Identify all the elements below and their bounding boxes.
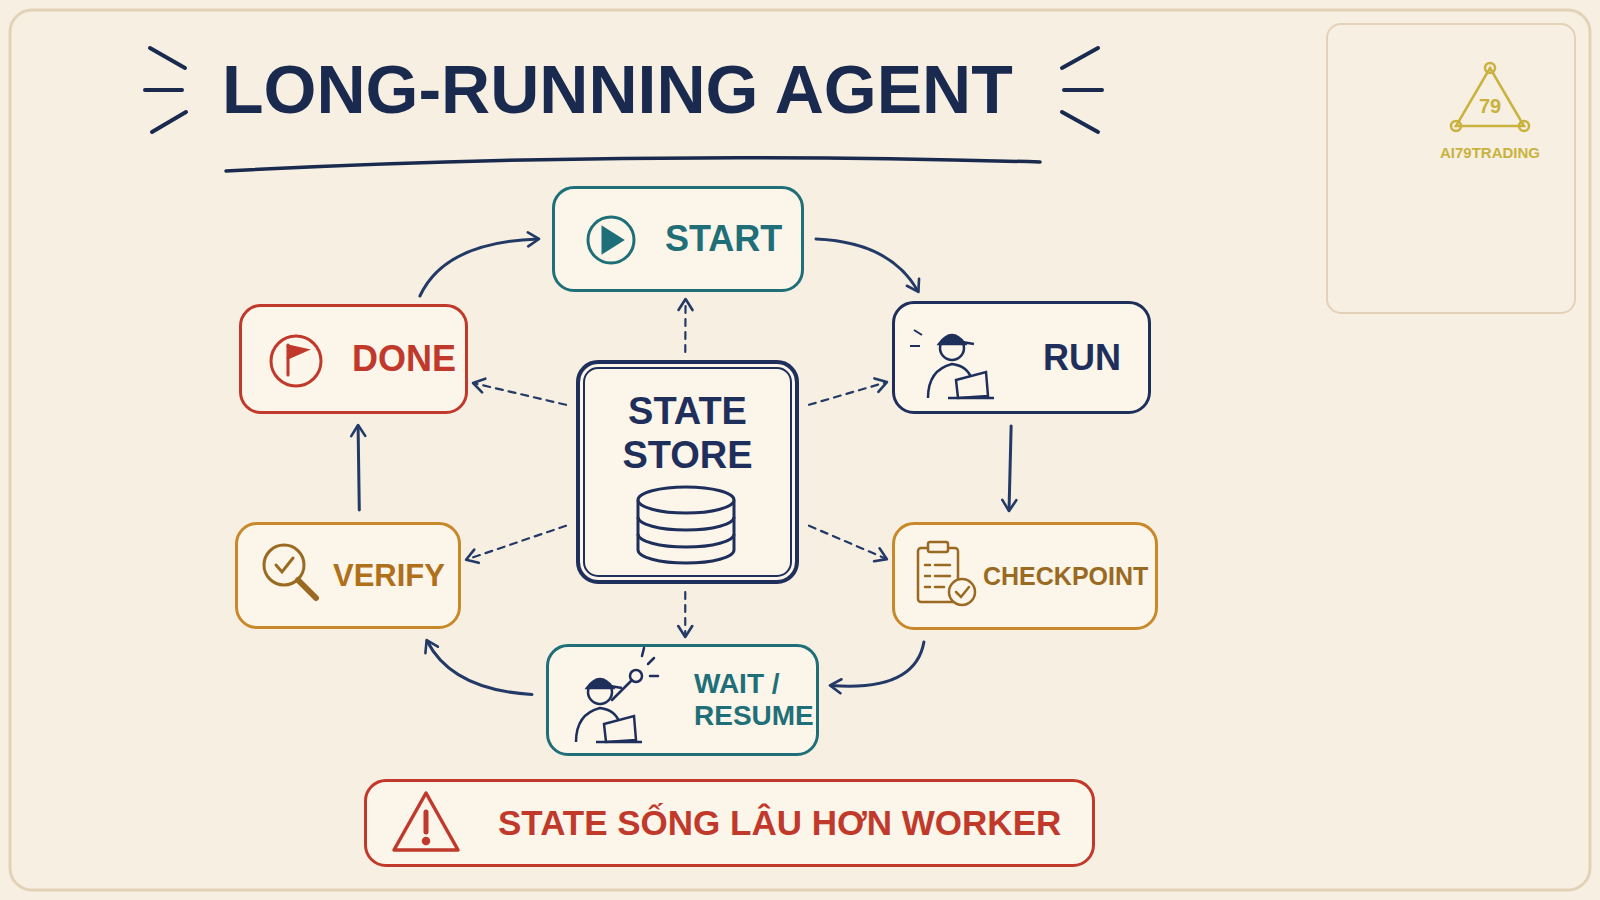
logo-panel: [1327, 24, 1575, 313]
wait-resume-box: WAIT / RESUME: [546, 644, 819, 756]
run-box: RUN: [892, 301, 1151, 414]
start-box: START: [552, 186, 804, 292]
dashed-connector: [684, 300, 686, 352]
node-label: DONE: [352, 338, 456, 379]
node-label: CHECKPOINT: [983, 562, 1148, 591]
checkpoint-box: CHECKPOINT: [892, 522, 1158, 630]
warning-box: STATE SỐNG LÂU HƠN WORKER: [364, 779, 1095, 867]
dashed-connector: [467, 526, 566, 560]
node-label: START: [665, 218, 782, 259]
node-label: RUN: [1043, 337, 1121, 378]
flow-arrow: [420, 239, 538, 296]
node-label: WAIT / RESUME: [694, 668, 816, 732]
dashed-connector: [684, 592, 686, 636]
dashed-connector: [809, 526, 886, 559]
diagram-title: LONG-RUNNING AGENT: [222, 50, 1013, 128]
dashed-connector: [809, 382, 886, 404]
logo-number: 79: [1479, 95, 1501, 118]
flow-arrow: [831, 642, 924, 686]
node-label: STATE SỐNG LÂU HƠN WORKER: [498, 803, 1061, 843]
page-frame: [10, 10, 1590, 890]
done-box: DONE: [239, 304, 468, 414]
flow-arrow: [358, 426, 359, 510]
flow-arrow: [1009, 426, 1011, 510]
flow-arrow: [427, 641, 532, 694]
dashed-connector: [474, 383, 566, 405]
title-accent: [145, 48, 1102, 171]
verify-box: VERIFY: [235, 522, 461, 629]
state-store-box: STATE STORE: [576, 360, 799, 584]
flow-arrow: [816, 239, 918, 291]
logo-mark: [1451, 63, 1529, 131]
logo-watermark: AI79TRADING: [1440, 144, 1540, 161]
node-label: VERIFY: [333, 558, 445, 594]
node-label: STATE STORE: [613, 390, 763, 477]
